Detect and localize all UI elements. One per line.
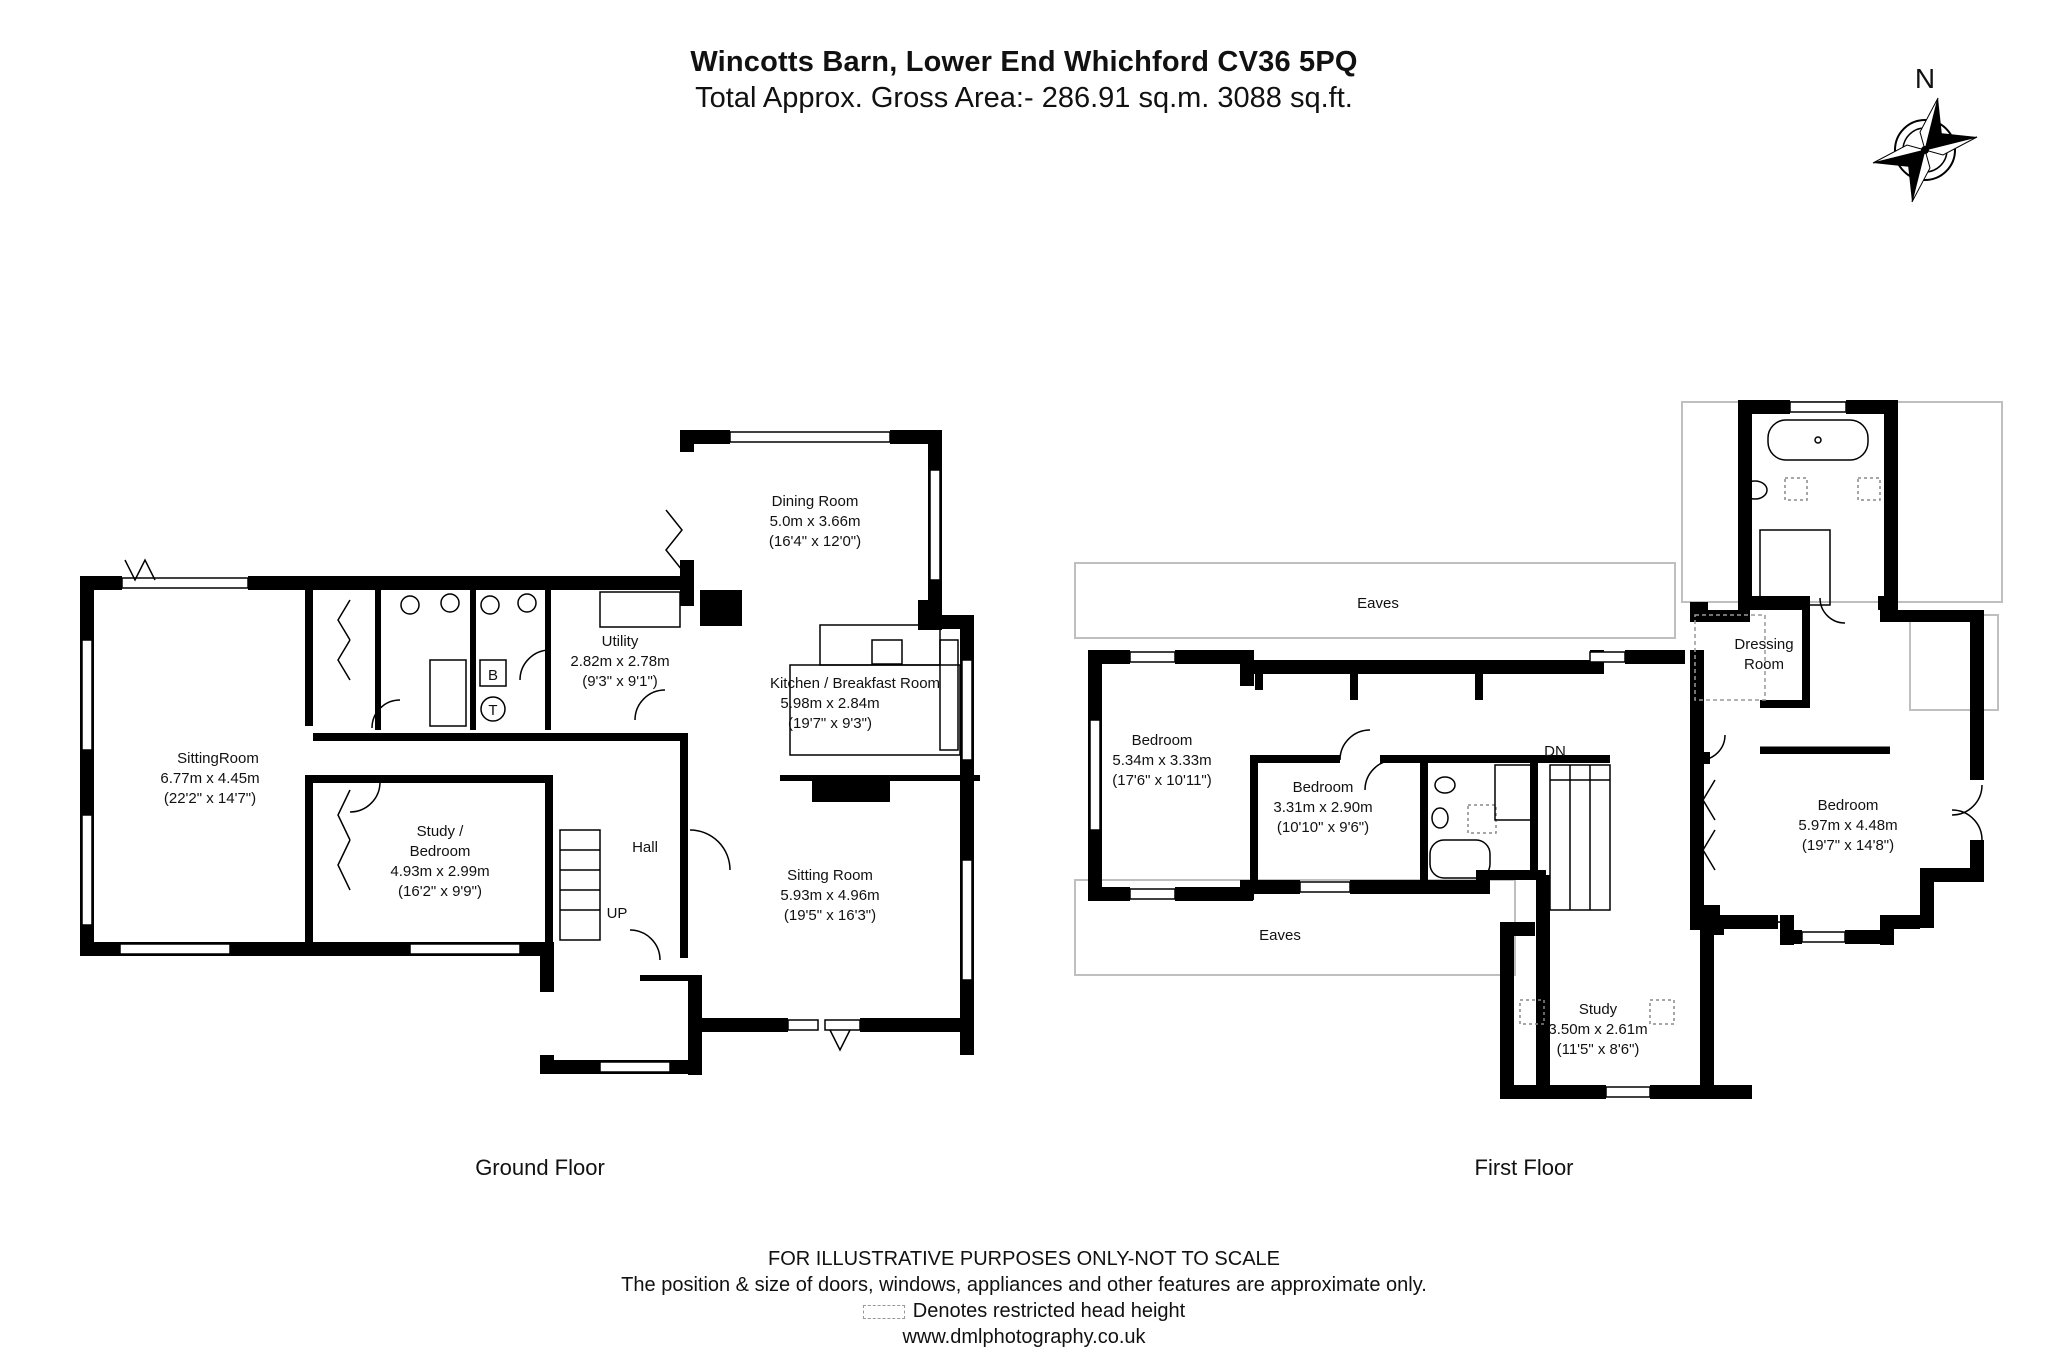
eaves-bottom-label: Eaves: [1259, 927, 1301, 944]
study-metric: 3.50m x 2.61m: [1548, 1021, 1647, 1038]
ground-floor-fittings: [81, 431, 973, 1073]
bedroom-2-imperial: (10'10" x 9'6"): [1277, 819, 1369, 836]
bedroom-3-imperial: (19'7" x 14'8"): [1802, 837, 1894, 854]
kitchen-name: Kitchen / Breakfast Room: [770, 675, 940, 692]
bedroom-1-name: Bedroom: [1132, 732, 1193, 749]
utility-metric: 2.82m x 2.78m: [570, 653, 669, 670]
bedroom-2-metric: 3.31m x 2.90m: [1273, 799, 1372, 816]
sitting-room-right-imperial: (19'5" x 16'3"): [784, 907, 876, 924]
first-floor-fittings: [1089, 401, 1983, 1098]
sitting-room-left-imperial: (22'2" x 14'7"): [164, 790, 256, 807]
first-floor-labels: Eaves Eaves Bedroom 5.34m x 3.33m (17'6"…: [1112, 595, 1897, 1180]
ground-floor-label: Ground Floor: [475, 1155, 605, 1180]
hall-name: Hall: [632, 839, 658, 856]
website-link[interactable]: www.dmlphotography.co.uk: [902, 1326, 1146, 1348]
kitchen-imperial: (19'7" x 9'3"): [788, 715, 872, 732]
sitting-room-right-name: Sitting Room: [787, 867, 873, 884]
dining-room-imperial: (16'4" x 12'0"): [769, 533, 861, 550]
study-imperial: (11'5" x 8'6"): [1557, 1041, 1640, 1058]
restricted-height-swatch: [862, 1304, 905, 1319]
compass-icon: N: [1872, 63, 1978, 203]
first-floor-label: First Floor: [1475, 1155, 1574, 1180]
dressing-room-name-2: Room: [1744, 656, 1784, 673]
bedroom-3-metric: 5.97m x 4.48m: [1798, 817, 1897, 834]
bedroom-2-name: Bedroom: [1293, 779, 1354, 796]
page-title: Wincotts Barn, Lower End Whichford CV36 …: [690, 46, 1358, 78]
first-floor-plan: [1088, 400, 1984, 1099]
study-bedroom-name-1: Study /: [417, 823, 465, 840]
compass-north-label: N: [1915, 63, 1935, 94]
bedroom-3-name: Bedroom: [1818, 797, 1879, 814]
bedroom-1-metric: 5.34m x 3.33m: [1112, 752, 1211, 769]
eaves-top-label: Eaves: [1357, 595, 1399, 612]
sitting-room-right-metric: 5.93m x 4.96m: [780, 887, 879, 904]
dressing-room-name-1: Dressing: [1734, 636, 1793, 653]
study-name: Study: [1579, 1001, 1618, 1018]
disclaimer-line-2: The position & size of doors, windows, a…: [621, 1274, 1427, 1296]
legend-restricted-height: Denotes restricted head height: [0, 1300, 2048, 1323]
gross-area: Total Approx. Gross Area:- 286.91 sq.m. …: [695, 82, 1353, 114]
bedroom-1-imperial: (17'6" x 10'11"): [1112, 772, 1212, 789]
stairs-up-label: UP: [607, 905, 628, 922]
stairs-down-label: DN: [1544, 743, 1566, 760]
legend-text: Denotes restricted head height: [912, 1300, 1186, 1322]
dining-room-metric: 5.0m x 3.66m: [770, 513, 861, 530]
disclaimer-line-1: FOR ILLUSTRATIVE PURPOSES ONLY-NOT TO SC…: [768, 1248, 1280, 1270]
study-bedroom-metric: 4.93m x 2.99m: [390, 863, 489, 880]
study-bedroom-name-2: Bedroom: [410, 843, 471, 860]
utility-imperial: (9'3" x 9'1"): [582, 673, 658, 690]
tank-label: T: [488, 702, 497, 719]
sitting-room-left-metric: 6.77m x 4.45m: [160, 770, 259, 787]
kitchen-metric: 5.98m x 2.84m: [780, 695, 879, 712]
utility-name: Utility: [602, 633, 639, 650]
dining-room-name: Dining Room: [772, 493, 859, 510]
boiler-label: B: [488, 667, 498, 684]
sitting-room-left-name: SittingRoom: [177, 750, 259, 767]
ground-floor-labels: Dining Room 5.0m x 3.66m (16'4" x 12'0")…: [160, 493, 940, 1180]
study-bedroom-imperial: (16'2" x 9'9"): [398, 883, 482, 900]
